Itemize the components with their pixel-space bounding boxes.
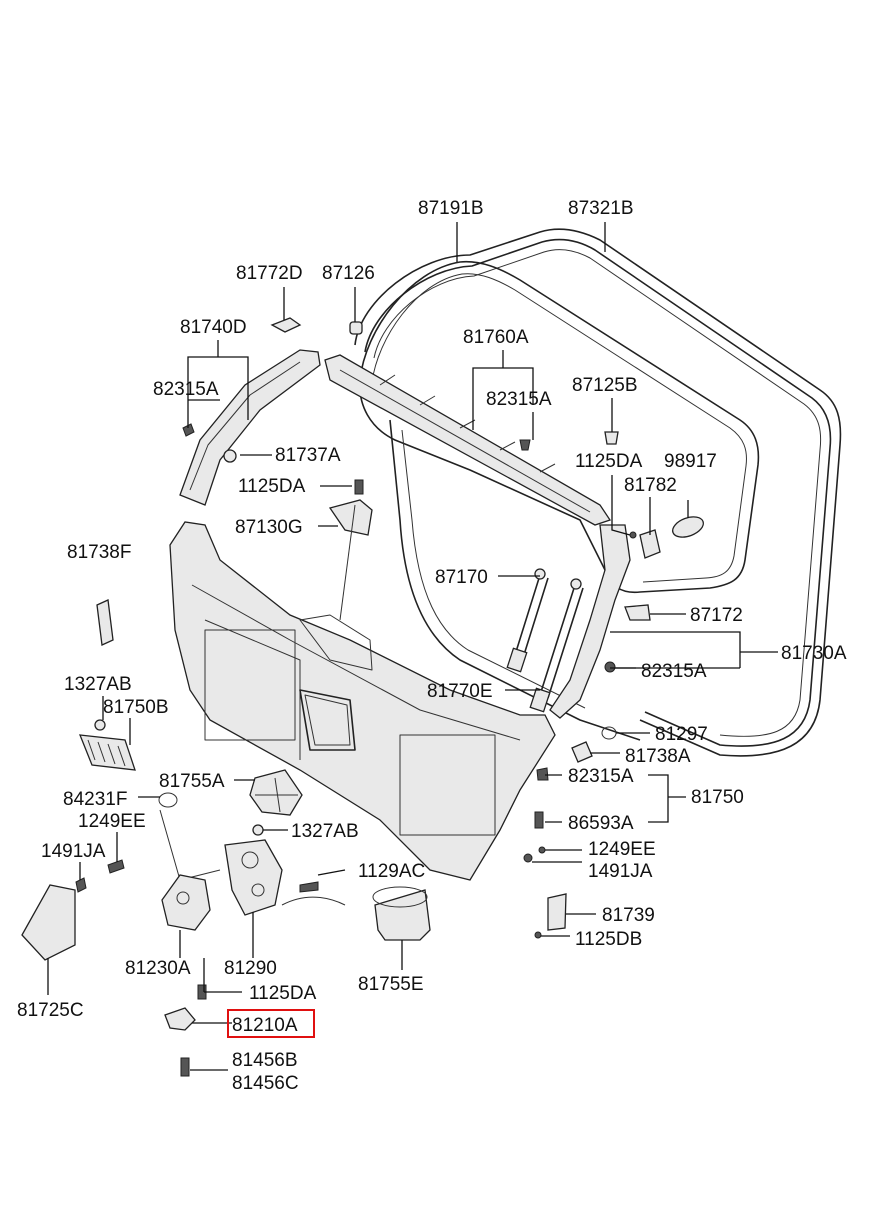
- trim-81730A: [549, 524, 631, 719]
- label-82315A-right: 82315A: [641, 661, 707, 682]
- label-1125DB: 1125DB: [575, 929, 642, 950]
- trim-81740D: [179, 349, 321, 506]
- label-82315A-center: 82315A: [486, 389, 552, 410]
- label-81738F: 81738F: [67, 542, 131, 563]
- label-81755A: 81755A: [159, 771, 225, 792]
- label-87321B: 87321B: [568, 198, 634, 219]
- highlight-box-81210A: [227, 1009, 315, 1038]
- label-87126: 87126: [322, 263, 375, 284]
- gas-strut-87170: [506, 568, 584, 713]
- trim-panel-81750: [169, 521, 556, 881]
- label-1125DA-right: 1125DA: [575, 451, 643, 472]
- leader-lines: [47, 222, 778, 1071]
- label-81760A: 81760A: [463, 327, 529, 348]
- label-81737A: 81737A: [275, 445, 341, 466]
- label-87125B: 87125B: [572, 375, 638, 396]
- label-81740D: 81740D: [180, 317, 247, 338]
- label-81290: 81290: [224, 958, 277, 979]
- label-81210A: 81210A: [232, 1015, 298, 1036]
- small-parts: [21, 317, 704, 1077]
- trim-81760A: [324, 354, 612, 526]
- label-1327AB-left: 1327AB: [64, 674, 132, 695]
- label-87191B: 87191B: [418, 198, 484, 219]
- label-1125DA-upper: 1125DA: [238, 476, 306, 497]
- label-82315A-lower: 82315A: [568, 766, 634, 787]
- label-81782: 81782: [624, 475, 677, 496]
- label-1129AC: 1129AC: [358, 861, 425, 882]
- label-82315A-left: 82315A: [153, 379, 219, 400]
- label-81725C: 81725C: [17, 1000, 84, 1021]
- label-87170: 87170: [435, 567, 488, 588]
- label-87172: 87172: [690, 605, 743, 626]
- label-81297: 81297: [655, 724, 708, 745]
- label-1327AB-center: 1327AB: [291, 821, 359, 842]
- label-81750: 81750: [691, 787, 744, 808]
- label-81739: 81739: [602, 905, 655, 926]
- label-81750B: 81750B: [103, 697, 169, 718]
- label-1491JA-left: 1491JA: [41, 841, 106, 862]
- label-81456C: 81456C: [232, 1073, 299, 1094]
- tailgate-frame-87191B: [359, 260, 760, 741]
- label-84231F: 84231F: [63, 789, 127, 810]
- label-87130G: 87130G: [235, 517, 303, 538]
- label-81730A: 81730A: [781, 643, 847, 664]
- label-81230A: 81230A: [125, 958, 191, 979]
- label-98917: 98917: [664, 451, 717, 472]
- label-86593A: 86593A: [568, 813, 634, 834]
- label-81755E: 81755E: [358, 974, 424, 995]
- label-81738A: 81738A: [625, 746, 691, 767]
- part-labels: 87191B 87321B 81772D 87126 81740D 81760A…: [17, 198, 847, 1094]
- label-1125DA-lower: 1125DA: [249, 983, 317, 1004]
- weatherstrip-87321B: [354, 228, 842, 757]
- label-81456B: 81456B: [232, 1050, 298, 1071]
- label-1491JA-right: 1491JA: [588, 861, 653, 882]
- label-81770E: 81770E: [427, 681, 493, 702]
- label-1249EE-right: 1249EE: [588, 839, 656, 860]
- label-1249EE-left: 1249EE: [78, 811, 146, 832]
- label-81772D: 81772D: [236, 263, 303, 284]
